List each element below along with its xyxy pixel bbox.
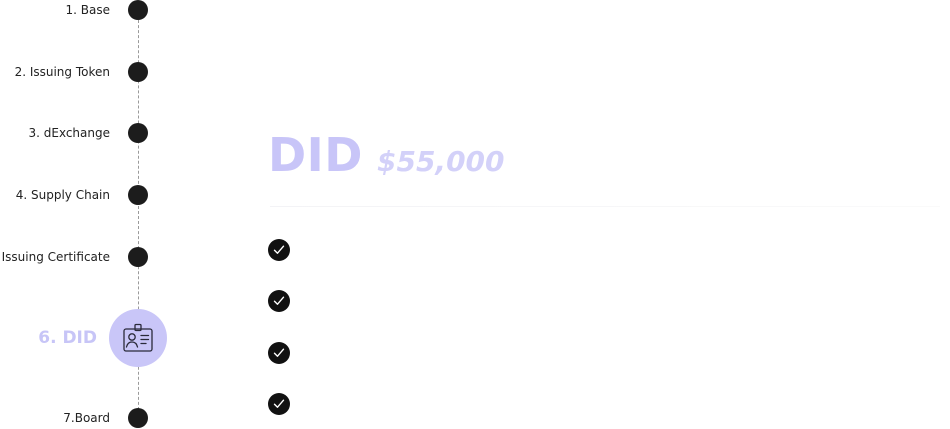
timeline-step-label: 5. Issuing Certificate <box>0 250 110 264</box>
timeline-connector <box>138 10 139 420</box>
timeline-step-label-active: 6. DID <box>38 328 97 348</box>
check-circle-icon <box>268 393 290 415</box>
check-circle-icon <box>268 342 290 364</box>
timeline-step-label: 2. Issuing Token <box>14 65 110 79</box>
timeline-dot <box>128 408 148 428</box>
id-badge-icon <box>123 323 153 352</box>
detail-divider <box>270 206 940 207</box>
check-circle-icon <box>268 290 290 312</box>
timeline-dot <box>128 185 148 205</box>
timeline-dot <box>128 123 148 143</box>
detail-heading: DID $55,000 <box>268 128 505 182</box>
active-step-circle <box>109 309 167 367</box>
timeline-step-label: 3. dExchange <box>28 126 110 140</box>
detail-title: DID <box>268 128 363 182</box>
check-circle-icon <box>268 239 290 261</box>
timeline-step-label: 4. Supply Chain <box>15 188 110 202</box>
timeline-dot <box>128 0 148 20</box>
detail-price: $55,000 <box>376 145 505 178</box>
timeline-step-label: 1. Base <box>65 3 110 17</box>
timeline-step-label: 7.Board <box>63 411 110 425</box>
timeline-dot <box>128 247 148 267</box>
timeline-dot <box>128 62 148 82</box>
